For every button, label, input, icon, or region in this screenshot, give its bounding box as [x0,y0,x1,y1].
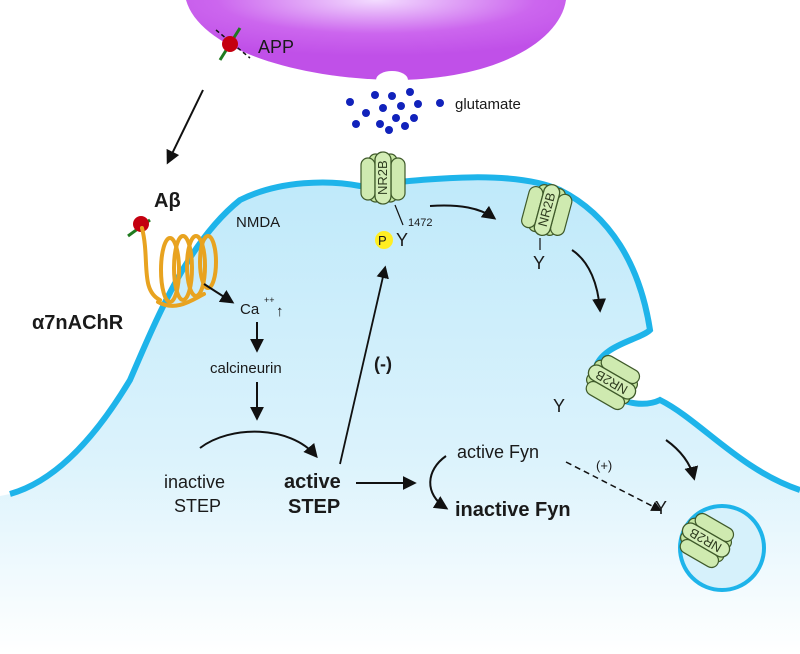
tyrosine-label-2: Y [533,253,545,273]
app-label: APP [258,37,294,57]
ca-label: Ca [240,301,260,318]
phosphate-label: P [378,233,387,248]
phosphate-icon [375,231,393,249]
glutamate-dots [346,88,444,134]
nmda-label: NMDA [236,214,280,231]
internalization-arrow-2 [571,249,607,313]
a7nachr-receptor [140,226,218,308]
negative-effect-label: (-) [374,354,392,374]
step-activation-arrow [199,430,318,459]
nr2b-receptor-3: NR2B [577,349,647,415]
inactive-fyn-label: inactive Fyn [455,499,571,521]
nr2b-receptor-internalized: NR2B [671,507,741,573]
app-to-abeta-arrow [166,89,204,165]
active-step-line1: active [284,471,341,493]
ca-up-arrow: ↑ [276,303,284,320]
internalization-arrow-1 [429,204,497,220]
abeta-marker [127,216,151,238]
nr2b-label-1: NR2B [375,160,390,195]
vesicle-release-site [376,71,408,89]
fyn-phosphorylation-arrow [565,461,662,511]
nr2b-receptor-2: NR2B [518,178,576,242]
abeta-label: Aβ [154,190,181,212]
a7nachr-label: α7nAChR [32,312,124,334]
tyrosine-label-3: Y [553,396,565,416]
step-dephosphorylation-arrow [339,265,389,465]
app-marker [215,27,251,61]
calcineurin-label: calcineurin [210,360,282,377]
tyrosine-label-1: Y [396,230,408,250]
cell-membrane [9,174,800,497]
coil-to-ca-arrow [203,283,235,304]
presynaptic-terminal [186,0,566,80]
inactive-step-line1: inactive [164,472,225,492]
nr2b-receptor-membrane: NR2B [360,151,406,205]
active-step-line2: STEP [288,496,340,518]
glutamate-label: glutamate [455,96,521,113]
inactive-step-line2: STEP [174,496,221,516]
tyrosine-position-label: 1472 [408,217,432,229]
positive-effect-label: (+) [596,458,612,473]
tyrosine-label-4: Y [655,498,667,518]
receptor-tail-1 [394,204,404,226]
active-fyn-label: active Fyn [457,442,539,462]
internalization-arrow-3 [665,439,699,481]
ca-superscript: ++ [264,295,275,305]
fyn-inactivation-arrow [429,455,449,510]
